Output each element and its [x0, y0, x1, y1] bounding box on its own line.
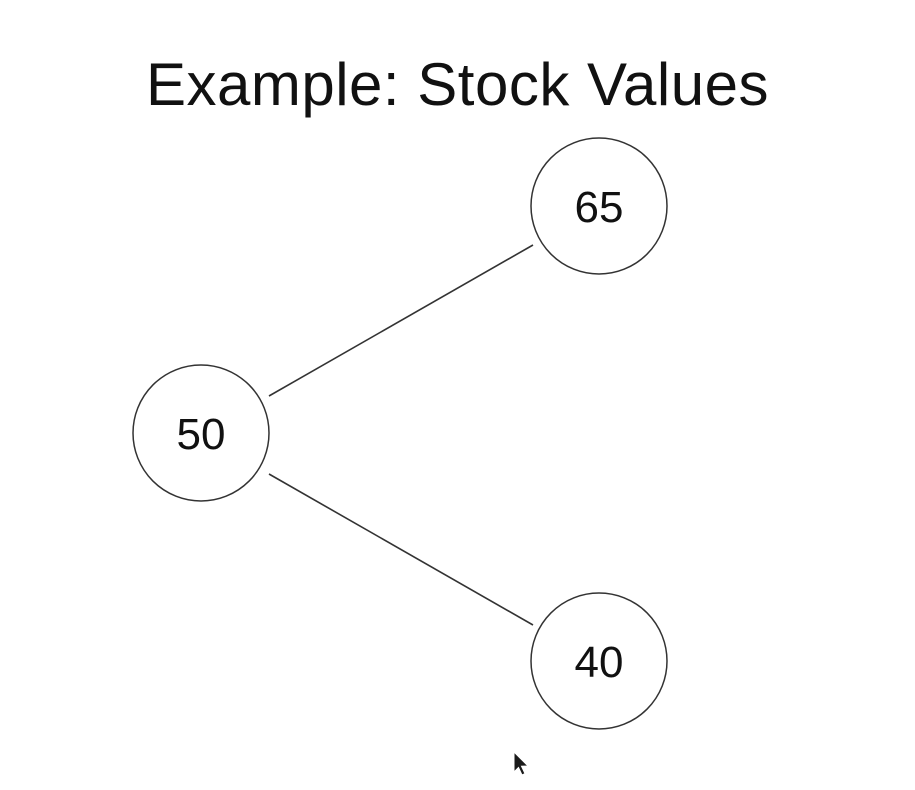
- slide-title: Example: Stock Values: [145, 51, 769, 118]
- tree-node-upper-child: 65: [530, 137, 668, 275]
- edge-root-to-upper-child: [268, 244, 534, 397]
- node-value: 50: [177, 410, 226, 459]
- node-circle: [530, 592, 668, 730]
- node-value: 65: [575, 183, 624, 232]
- mouse-pointer-icon: [513, 750, 530, 776]
- node-circle: [530, 137, 668, 275]
- edge-root-to-lower-child: [268, 473, 534, 626]
- tree-node-root: 50: [132, 364, 270, 502]
- tree-node-lower-child: 40: [530, 592, 668, 730]
- node-circle: [132, 364, 270, 502]
- node-value: 40: [575, 638, 624, 687]
